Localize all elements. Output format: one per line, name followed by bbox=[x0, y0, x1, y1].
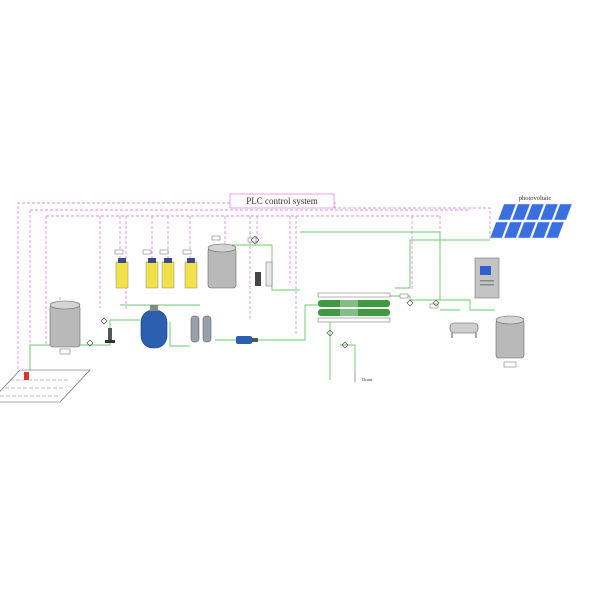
intake-pump-icon bbox=[24, 372, 29, 380]
media-filter-tank bbox=[140, 305, 168, 349]
drain-outlet: Drain bbox=[354, 372, 373, 382]
valve-icons bbox=[86, 235, 440, 349]
instrument-tags bbox=[114, 235, 439, 309]
photovoltaic-label: photovoltaic bbox=[519, 195, 552, 202]
cartridge-filters bbox=[190, 315, 212, 343]
dosing-tank bbox=[184, 258, 198, 289]
drain-label: Drain bbox=[362, 377, 373, 382]
heat-exchanger bbox=[449, 322, 479, 338]
intermediate-tank bbox=[207, 243, 237, 289]
ro-membrane-array bbox=[317, 292, 391, 323]
high-pressure-pump-icon bbox=[236, 336, 258, 344]
raw-water-tank bbox=[49, 300, 81, 355]
plc-title: PLC control system bbox=[246, 196, 318, 206]
plc-screen bbox=[480, 266, 491, 275]
raw-water-pump-icon bbox=[105, 328, 115, 343]
plc-title-box: PLC control system bbox=[229, 193, 335, 209]
solar-panels bbox=[489, 203, 573, 239]
plc-cabinet bbox=[474, 257, 500, 299]
water-source bbox=[0, 369, 91, 403]
dosing-tank bbox=[161, 258, 175, 289]
dosing-tank bbox=[115, 258, 129, 289]
dosing-tanks bbox=[115, 258, 198, 289]
product-water-tank bbox=[495, 315, 525, 368]
uv-sterilizer bbox=[255, 261, 273, 287]
plc-control-wiring bbox=[17, 202, 491, 372]
dosing-tank bbox=[145, 258, 159, 289]
photovoltaic-array: photovoltaic bbox=[489, 195, 573, 239]
